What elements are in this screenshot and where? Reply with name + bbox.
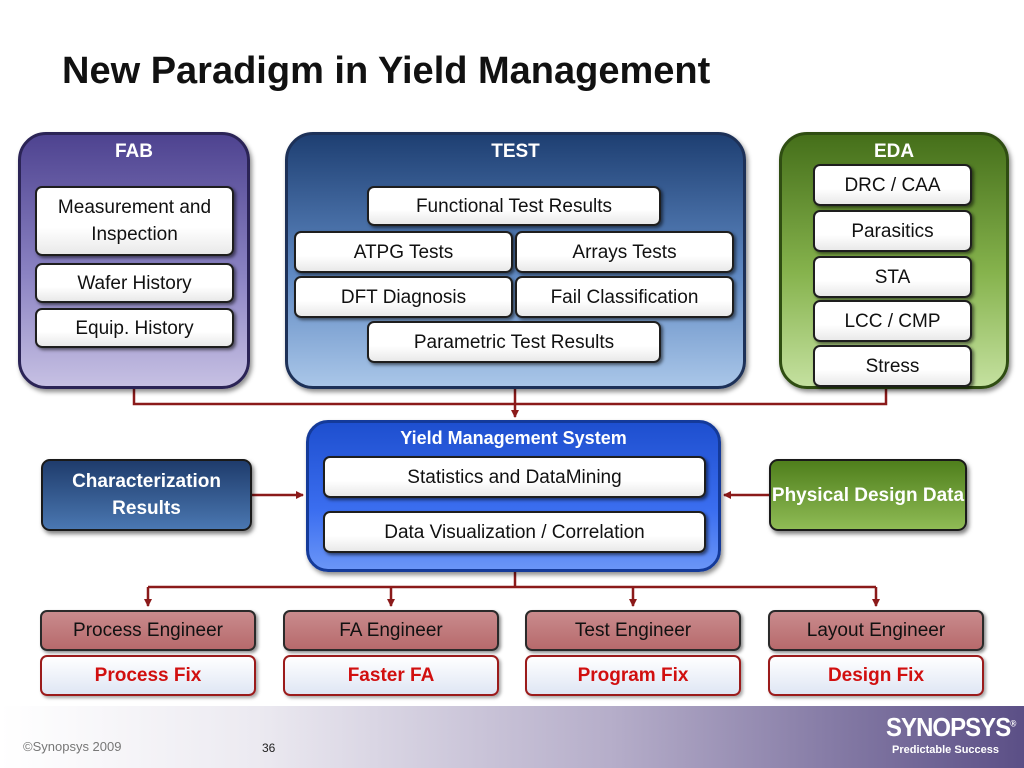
yield-management-label: Yield Management System [400, 428, 627, 448]
test-item-arrays: Arrays Tests [515, 231, 734, 273]
faster-fa-box: Faster FA [283, 655, 499, 696]
fab-item-wafer-history: Wafer History [35, 263, 234, 303]
page-number: 36 [262, 741, 276, 755]
test-item-parametric: Parametric Test Results [367, 321, 661, 363]
fa-engineer-box: FA Engineer [283, 610, 499, 651]
yms-item-statistics: Statistics and DataMining [323, 456, 706, 498]
design-fix-box: Design Fix [768, 655, 984, 696]
copyright-text: ©Synopsys 2009 [23, 739, 122, 754]
layout-engineer-box: Layout Engineer [768, 610, 984, 651]
groups-bus-line [132, 389, 888, 406]
process-fix-box: Process Fix [40, 655, 256, 696]
slide-title: New Paradigm in Yield Management [62, 50, 711, 92]
synopsys-logo: SYNOPSYS® [886, 712, 1016, 743]
characterization-results-box: Characterization Results [41, 459, 252, 531]
logo-registered-mark: ® [1010, 718, 1016, 729]
eda-label: EDA [873, 141, 915, 162]
eda-item-drc-caa: DRC / CAA [813, 164, 972, 206]
logo-tagline: Predictable Success [892, 744, 1000, 756]
physical-design-data-box: Physical Design Data [769, 459, 967, 531]
eda-item-stress: Stress [813, 345, 972, 387]
footer-band [0, 706, 1024, 768]
test-item-fail-classification: Fail Classification [515, 276, 734, 318]
eda-item-sta: STA [813, 256, 972, 298]
test-item-functional: Functional Test Results [367, 186, 661, 226]
fab-panel [18, 132, 250, 389]
fab-item-measurement: Measurement and Inspection [35, 186, 234, 256]
test-item-dft-diagnosis: DFT Diagnosis [294, 276, 513, 318]
test-item-atpg: ATPG Tests [294, 231, 513, 273]
fab-item-equip-history: Equip. History [35, 308, 234, 348]
yms-item-visualization: Data Visualization / Correlation [323, 511, 706, 553]
logo-wordmark: SYNOPSYS [886, 712, 1011, 742]
eda-item-lcc-cmp: LCC / CMP [813, 300, 972, 342]
process-engineer-box: Process Engineer [40, 610, 256, 651]
fab-label: FAB [115, 141, 153, 162]
eda-item-parasitics: Parasitics [813, 210, 972, 252]
test-label: TEST [491, 141, 540, 162]
test-engineer-box: Test Engineer [525, 610, 741, 651]
program-fix-box: Program Fix [525, 655, 741, 696]
